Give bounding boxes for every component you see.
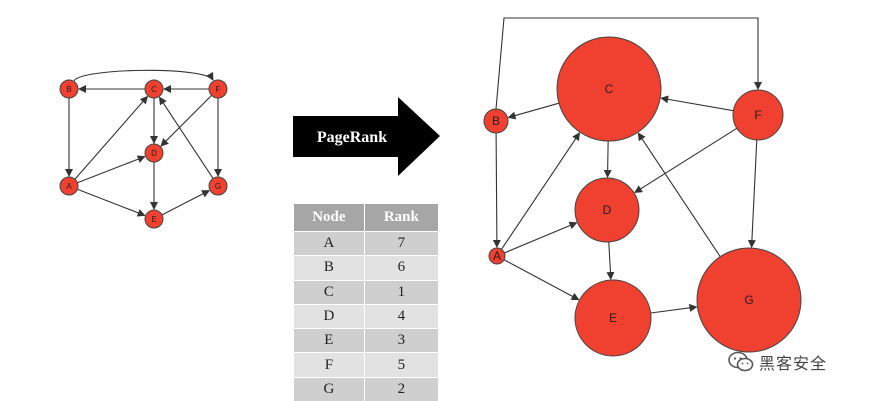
- big-node-label-b: B: [492, 114, 500, 128]
- big-edge-f-c: [660, 95, 734, 112]
- small-node-c: [144, 79, 164, 99]
- cell-rank: 4: [364, 303, 438, 329]
- cell-node: D: [294, 303, 365, 329]
- small-node-label-g: G: [215, 182, 221, 191]
- rank-table-header: Node Rank: [294, 204, 438, 232]
- cell-node: G: [294, 376, 365, 401]
- small-node-label-e: E: [151, 215, 156, 224]
- big-node-e: [574, 279, 652, 357]
- big-node-label-a: A: [493, 249, 501, 263]
- small-node-label-a: A: [66, 182, 72, 191]
- big-edge-b-f: [495, 17, 762, 110]
- small-node-b: [59, 79, 79, 99]
- big-node-a: [488, 247, 506, 265]
- small-edge-a-c: [74, 95, 149, 180]
- small-node-label-b: B: [66, 85, 71, 94]
- cell-rank: 5: [364, 352, 438, 378]
- big-node-label-c: C: [605, 82, 614, 96]
- header-node: Node: [294, 204, 365, 232]
- small-node-g: [208, 176, 228, 196]
- big-node-c: [556, 36, 662, 142]
- big-edge-a-e: [503, 259, 580, 301]
- small-edge-a-e: [77, 188, 146, 217]
- cell-rank: 7: [364, 230, 438, 256]
- big-node-label-g: G: [744, 293, 753, 307]
- big-node-label-d: D: [603, 203, 612, 217]
- header-rank: Rank: [364, 204, 438, 232]
- cell-node: A: [294, 230, 365, 256]
- cell-node: B: [294, 255, 365, 281]
- small-node-label-c: C: [151, 85, 157, 94]
- small-edge-f-d: [160, 94, 213, 147]
- big-node-g: [696, 247, 802, 353]
- small-node-f: [208, 79, 228, 99]
- small-edge-e-g: [161, 190, 211, 216]
- cell-rank: 6: [364, 255, 438, 281]
- pagerank-arrow-label: PageRank: [317, 129, 387, 146]
- small-node-label-f: F: [216, 85, 221, 94]
- small-edge-g-c: [158, 96, 214, 179]
- big-node-d: [574, 177, 640, 243]
- small-graph: A B C D E F G: [59, 69, 228, 229]
- big-edge-b-a: [492, 132, 501, 249]
- big-node-label-f: F: [754, 108, 761, 122]
- small-node-d: [144, 143, 164, 163]
- big-edge-g-c: [637, 132, 721, 257]
- cell-rank: 3: [364, 328, 438, 353]
- big-edge-c-b: [507, 102, 560, 120]
- small-edge-b-f: [73, 69, 214, 82]
- big-edge-f-d: [634, 127, 738, 193]
- pagerank-arrow: PageRank: [293, 97, 440, 176]
- cell-node: E: [294, 328, 365, 353]
- small-node-a: [59, 176, 79, 196]
- cell-node: F: [294, 352, 365, 378]
- cell-rank: 1: [364, 279, 438, 305]
- big-edge-e-g: [650, 303, 698, 314]
- big-node-label-e: E: [609, 311, 617, 325]
- watermark-text: 黑客安全: [759, 354, 828, 373]
- cell-rank: 2: [364, 376, 438, 401]
- big-edge-a-c: [500, 132, 581, 250]
- small-edge-a-d: [77, 155, 146, 184]
- small-node-label-d: D: [151, 149, 157, 158]
- big-node-b: [483, 108, 509, 134]
- small-node-e: [144, 209, 164, 229]
- big-edge-f-g: [747, 139, 758, 249]
- big-node-f: [732, 89, 784, 141]
- big-edge-d-e: [606, 241, 615, 281]
- watermark: 黑客安全: [728, 349, 827, 375]
- ranked-graph: A B C D E F G: [483, 17, 802, 357]
- cell-node: C: [294, 279, 365, 305]
- big-edge-a-d: [504, 221, 578, 254]
- wechat-icon: [728, 351, 754, 372]
- big-edge-c-d: [603, 140, 612, 179]
